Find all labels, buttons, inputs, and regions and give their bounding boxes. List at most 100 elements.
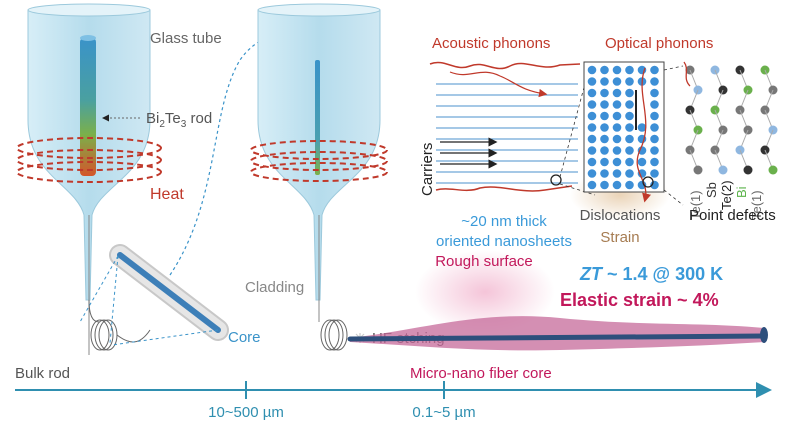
lattice-atom (587, 100, 597, 109)
lattice-atom (587, 65, 597, 75)
lattice-atom (637, 169, 647, 178)
acoustic-wave-path (449, 71, 548, 98)
heat-coils (16, 137, 162, 183)
lattice-atom (612, 146, 622, 155)
lattice-atom (612, 111, 622, 121)
lattice-atom (600, 169, 609, 178)
micro-nano-fiber-label: Micro-nano fiber core (410, 365, 552, 382)
lattice-atom (625, 180, 634, 190)
axis-tick-2-label: 0.1~5 µm (412, 404, 475, 421)
heat-label: Heat (150, 186, 184, 203)
lattice-atom (587, 146, 597, 155)
rod-label: Bi2Te3 rod (146, 110, 212, 130)
acoustic-wave-bottom (435, 185, 573, 192)
cladding-label: Cladding (245, 279, 304, 296)
nanosheets-label-2: oriented nanosheets (436, 233, 572, 250)
rough-surface-label: Rough surface (435, 253, 533, 270)
crystal-atom (768, 165, 778, 175)
atom-te1-right-label: Te(1) (749, 190, 764, 220)
bi2te3-rod (80, 35, 96, 176)
lattice-atom (600, 134, 609, 144)
lattice-atom (625, 88, 634, 98)
dislocations-label: Dislocations (580, 207, 661, 224)
lattice-atom (637, 146, 647, 155)
heat-coils-right (250, 140, 388, 182)
lattice-atom (600, 111, 609, 121)
lattice-atom (587, 134, 597, 144)
lattice-atom (600, 100, 609, 109)
atom-sb-label: Sb (704, 182, 719, 198)
lattice-atom (600, 146, 609, 155)
point-defects-label: Point defects (689, 207, 776, 224)
lattice-atom (587, 180, 597, 190)
nanosheet-stack (436, 83, 578, 184)
lattice-atom (612, 65, 622, 75)
lattice-atom (612, 123, 622, 132)
acoustic-phonons-label: Acoustic phonons (432, 35, 550, 52)
lattice-atom (637, 65, 647, 75)
lattice-atom (625, 169, 634, 178)
lattice-atom (612, 180, 622, 190)
lattice-atom (612, 134, 622, 144)
atom-te1-left-label: Te(1) (688, 190, 703, 220)
lattice-atom (625, 146, 634, 155)
lattice-atom (650, 157, 659, 167)
cladding-core-inset (79, 244, 229, 346)
lattice-atom (600, 157, 609, 167)
lattice-atom (650, 134, 659, 144)
micro-nano-fiber (347, 316, 768, 351)
carrier-arrows (440, 137, 498, 169)
lattice-atom (650, 88, 659, 98)
lattice-atom (625, 100, 634, 109)
lattice-atom (587, 111, 597, 121)
lattice-atom (650, 111, 659, 121)
zoom-lines-right (663, 65, 684, 206)
nanosheets-label-1: ~20 nm thick (461, 213, 547, 230)
elastic-strain-label: Elastic strain ~ 4% (560, 290, 719, 310)
lattice-atom (600, 123, 609, 132)
lattice-atom (625, 65, 634, 75)
glass-tube-label: Glass tube (150, 30, 222, 47)
lattice-atom (625, 123, 634, 132)
crystal-structure (683, 61, 778, 175)
size-axis (15, 381, 772, 399)
lattice-atom (612, 157, 622, 167)
optical-phonons-label: Optical phonons (605, 35, 713, 52)
core-label: Core (228, 329, 261, 346)
strain-label: Strain (600, 229, 639, 246)
lattice-atom (587, 169, 597, 178)
lattice-atom (625, 157, 634, 167)
optical-wave (683, 61, 691, 87)
transfer-arrow (169, 26, 301, 276)
lattice-atom (650, 77, 659, 86)
acoustic-wave-top (429, 61, 581, 70)
lattice-box (583, 61, 665, 203)
lattice-atom (625, 134, 634, 144)
rough-surface-glow (415, 250, 555, 334)
zt-label: ZT ~ 1.4 @ 300 K (579, 264, 723, 284)
lattice-atom (587, 88, 597, 98)
lattice-atom (600, 88, 609, 98)
lattice-atom (587, 77, 597, 86)
lattice-atom (650, 146, 659, 155)
bulk-rod-label: Bulk rod (15, 365, 70, 382)
lattice-atom (600, 180, 609, 190)
lattice-atom (612, 100, 622, 109)
lattice-atom (587, 157, 597, 167)
glass-tube-right (257, 3, 381, 322)
crystal-atom (693, 165, 703, 175)
lattice-atom (587, 123, 597, 132)
lattice-atom (612, 88, 622, 98)
lattice-atom (600, 77, 609, 86)
lattice-atom (650, 123, 659, 132)
zoom-circle-left (550, 174, 562, 186)
lattice-atom (612, 169, 622, 178)
atom-bi-label: Bi (734, 186, 749, 198)
crystal-atom (743, 165, 753, 175)
lattice-atom (650, 65, 659, 75)
carriers-label: Carriers (419, 143, 436, 196)
lattice-atom (637, 123, 647, 132)
lattice-atom (650, 100, 659, 109)
fiber-coil-right (320, 319, 348, 351)
